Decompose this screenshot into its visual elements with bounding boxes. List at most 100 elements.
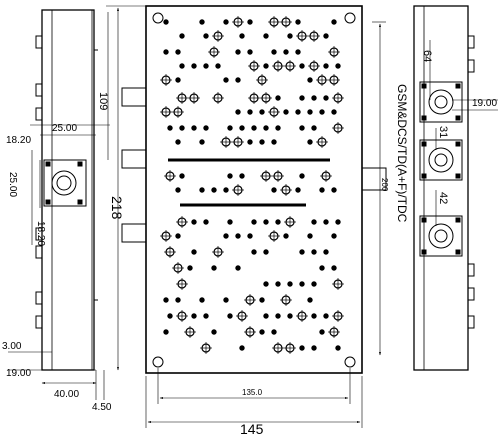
tuning-screw [223,297,229,303]
tuning-screw [215,63,221,69]
tuning-screw [299,125,305,131]
tuning-screw [275,125,281,131]
tuning-screw [323,33,329,39]
tuning-screw [199,139,205,145]
tuning-screw [319,109,325,115]
tuning-screw [311,249,317,255]
tuning-screw [239,33,245,39]
tuning-screw [191,125,197,131]
tuning-screw [271,49,277,55]
dim-left-edge: 4.50 [92,402,112,413]
tuning-screw [331,233,337,239]
tuning-screw [175,77,181,83]
tuning-screw [235,77,241,83]
left-port-inner-ring [56,175,72,191]
tuning-screw [335,219,341,225]
tuning-screw [275,95,281,101]
tuning-screw [283,49,289,55]
tuning-screw [287,281,293,287]
tuning-screw [179,125,185,131]
tuning-screw [275,313,281,319]
tuning-screw [199,297,205,303]
main-dimension-lines [106,5,386,428]
tuning-screw [287,313,293,319]
tuning-screw [263,313,269,319]
tuning-screw [299,95,305,101]
left-connector-3 [121,223,147,243]
tuning-screw [199,19,205,25]
dim-main-width: 145 [240,421,264,436]
tuning-screw [223,187,229,193]
tuning-screw [307,297,313,303]
left-port-outer-ring [51,170,77,196]
tuning-screw [263,125,269,131]
tuning-screw [311,95,317,101]
tuning-screw [239,125,245,131]
left-connector-1 [121,87,147,107]
tuning-screw [203,219,209,225]
tuning-screw [307,139,313,145]
tuning-screw [323,219,329,225]
tuning-screw [247,139,253,145]
left-connector-2 [121,149,147,169]
tuning-screw [331,19,337,25]
tuning-screw [259,109,265,115]
tuning-screw [203,125,209,131]
tuning-screw [295,109,301,115]
tuning-screw [223,233,229,239]
tuning-screw [251,249,257,255]
tuning-screw [323,313,329,319]
tuning-screw [191,219,197,225]
tuning-screw [247,19,253,25]
tuning-screw [331,109,337,115]
tuning-screw [227,125,233,131]
right-connector [361,167,387,191]
dim-left-margin-small: 3.00 [2,341,22,352]
tuning-screw [311,125,317,131]
tuning-screw [175,297,181,303]
tuning-screw [263,281,269,287]
tuning-screw [307,109,313,115]
tuning-screw [263,219,269,225]
tuning-screw [247,49,253,55]
tuning-screw [167,125,173,131]
tuning-screw [311,281,317,287]
tuning-screw [275,219,281,225]
tuning-screw [163,297,169,303]
tuning-screw [295,19,301,25]
tuning-screw [307,233,313,239]
tuning-screw [191,249,197,255]
tuning-screw [331,265,337,271]
tuning-screw [251,219,257,225]
tuning-screw [287,33,293,39]
tuning-screw [175,187,181,193]
tuning-screw [259,329,265,335]
tuning-screw [235,233,241,239]
dim-right-lower: 42 [437,192,449,204]
tuning-screw [307,77,313,83]
tuning-screw [187,265,193,271]
tuning-screw [227,313,233,319]
dim-left-port-width: 25.00 [52,123,77,134]
tuning-screw [179,63,185,69]
right-dimension-lines [429,40,498,226]
tuning-screws [160,16,344,354]
tuning-screw [163,329,169,335]
tuning-screw [323,95,329,101]
tuning-screw [211,329,217,335]
tuning-screw [211,187,217,193]
tuning-screw [271,187,277,193]
dim-right-mid: 31 [437,126,449,138]
tuning-screw [335,345,341,351]
tuning-screw [179,33,185,39]
tuning-screw [259,139,265,145]
right-port-3 [419,215,463,257]
tuning-screw [319,265,325,271]
tuning-screw [299,63,305,69]
tuning-screw [175,139,181,145]
tuning-screw [203,33,209,39]
tuning-screw [235,49,241,55]
tuning-screw [263,63,269,69]
dim-left-bottom: 19.00 [6,368,31,379]
